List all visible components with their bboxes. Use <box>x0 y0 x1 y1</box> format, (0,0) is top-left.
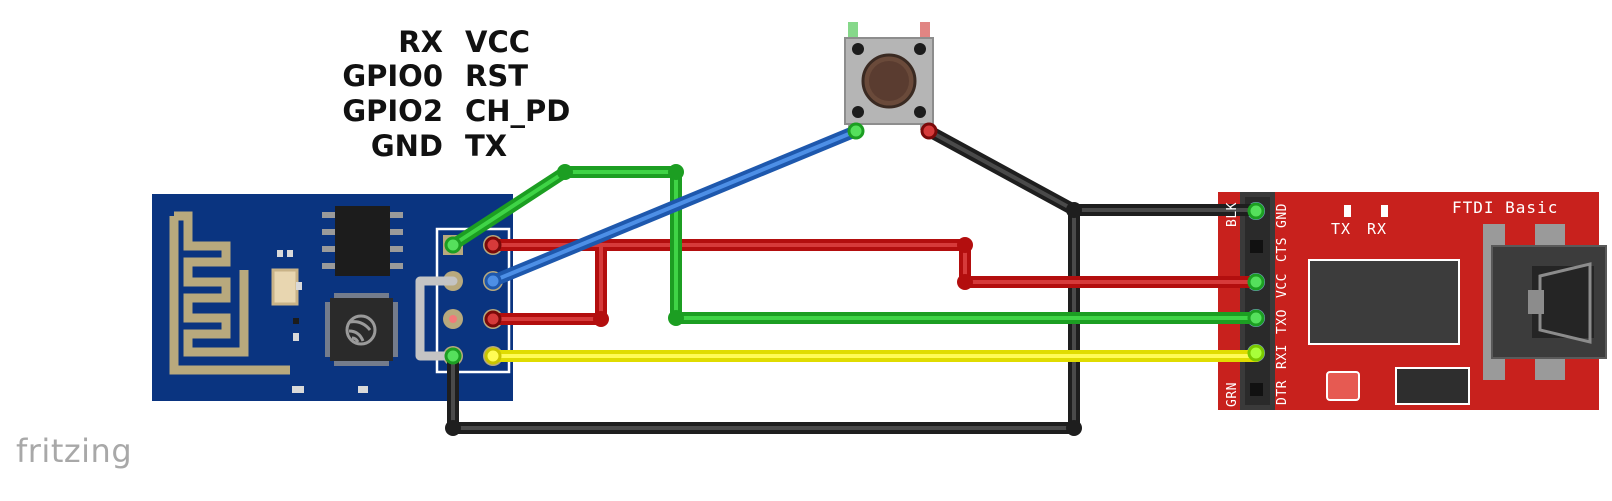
wire-blue <box>487 125 862 287</box>
fritzing-watermark: fritzing <box>16 432 133 470</box>
esp-pin-label-gpio0: GPIO0 <box>342 59 443 93</box>
esp01-board <box>152 194 513 401</box>
ftdi-pin-label-cts: CTS <box>1275 237 1290 262</box>
ftdi-led-rx-label: RX <box>1367 220 1388 238</box>
ftdi-title: FTDI Basic <box>1452 198 1559 217</box>
ftdi-pin-label-txo: TXO <box>1275 309 1290 334</box>
ftdi-mark-blk: BLK <box>1225 202 1240 227</box>
esp-pin-label-gpio2: GPIO2 <box>342 94 443 128</box>
ftdi-board <box>1218 192 1607 410</box>
espressif-logo-icon <box>345 314 377 346</box>
ftdi-pin-label-rxi: RXI <box>1275 344 1290 369</box>
pushbutton <box>844 22 934 130</box>
esp-pin-label-rx: RX <box>398 25 443 59</box>
ftdi-mark-grn: GRN <box>1225 382 1240 407</box>
esp-pin-label-gnd: GND <box>370 129 443 163</box>
usb-connector-icon <box>1483 224 1607 380</box>
wire-red <box>487 239 1262 325</box>
esp-pin-label-tx: TX <box>465 129 508 163</box>
ftdi-pin-label-dtr: DTR <box>1275 380 1290 405</box>
wire-gray-jumper <box>415 276 458 361</box>
ftdi-pin-label-vcc: VCC <box>1275 273 1290 298</box>
ftdi-pin-label-gnd: GND <box>1275 203 1290 228</box>
esp-pin-label-vcc: VCC <box>465 25 531 59</box>
wires <box>415 122 1265 436</box>
esp-antenna-icon <box>169 211 290 375</box>
esp-pin-label-rst: RST <box>465 59 528 93</box>
ftdi-led-tx-label: TX <box>1331 220 1352 238</box>
esp-pin-label-ch-pd: CH_PD <box>465 94 571 128</box>
